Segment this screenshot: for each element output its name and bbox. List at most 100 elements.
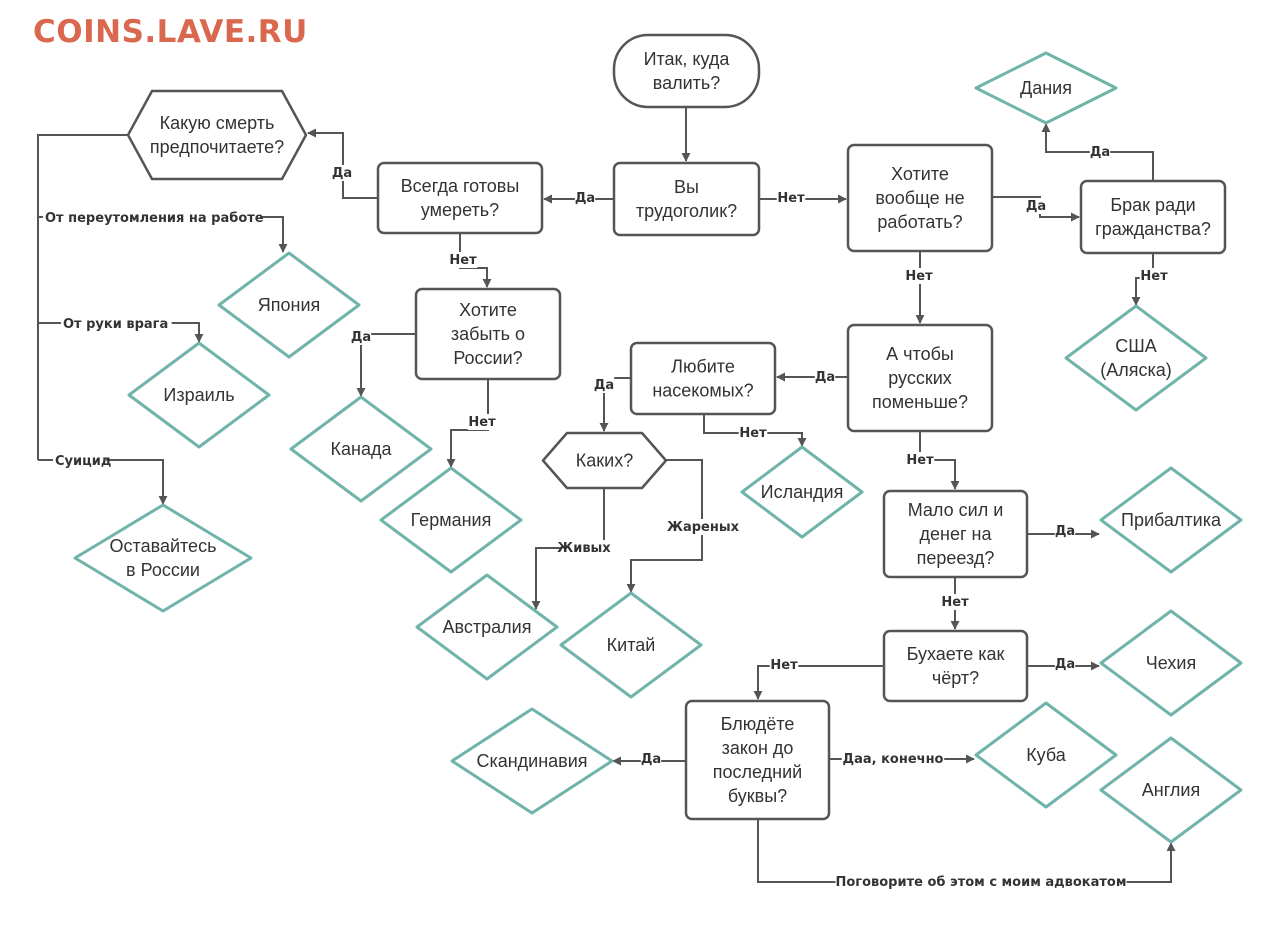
edge-fewer-no xyxy=(919,431,960,490)
question-law-label: последний xyxy=(713,762,802,782)
destination-baltics-label: Прибалтика xyxy=(1121,510,1222,530)
question-which-insects: Каких? xyxy=(541,431,668,490)
edge-label-marriage-no: Нет xyxy=(1140,269,1168,284)
edge-law-lawyer xyxy=(757,819,1176,883)
question-fewer-russians-label: поменьше? xyxy=(872,392,968,412)
edge-label-marriage-no-group: Нет xyxy=(1139,268,1169,284)
destination-scandinavia: Скандинавия xyxy=(450,707,614,815)
edge-label-insects-live-group: Живых xyxy=(557,540,611,556)
destination-usa: США(Аляска) xyxy=(1064,304,1208,412)
question-ready-to-die: Всегда готовы умереть? xyxy=(376,161,544,235)
question-start: Итак, куда валить? xyxy=(612,33,761,109)
edge-label-insects-no-group: Нет xyxy=(738,425,768,441)
destination-germany: Германия xyxy=(379,466,523,574)
destination-baltics: Прибалтика xyxy=(1099,466,1243,574)
edge-label-fewer-no: Нет xyxy=(906,453,934,468)
destination-japan: Япония xyxy=(217,251,361,359)
edge-label-not-work-no-group: Нет xyxy=(904,268,934,284)
edge-label-law-of-course-group: Даа, конечно xyxy=(841,751,945,767)
question-start-label: Итак, куда xyxy=(644,49,731,69)
edge-label-drink-yes-group: Да xyxy=(1054,656,1076,672)
question-insects: Любите насекомых? xyxy=(629,341,777,416)
question-drink-label: чёрт? xyxy=(932,668,979,688)
question-marriage-label: гражданства? xyxy=(1095,219,1211,239)
edge-label-marriage-yes: Да xyxy=(1090,145,1110,160)
destination-israel: Израиль xyxy=(127,341,271,449)
question-law-label: буквы? xyxy=(728,786,787,806)
destination-england: Англия xyxy=(1099,736,1243,844)
edge-label-workaholic-yes: Да xyxy=(575,191,595,206)
edge-label-law-lawyer: Поговорите об этом с моим адвокатом xyxy=(835,875,1126,890)
edge-label-ready-yes-group: Да xyxy=(331,165,353,181)
edge-label-fewer-yes: Да xyxy=(815,370,835,385)
destination-japan-label: Япония xyxy=(258,295,321,315)
edge-label-death-enemy-group: От руки врага xyxy=(61,316,172,332)
question-workaholic-label: трудоголик? xyxy=(636,201,737,221)
question-forget-russia: Хотите забыть о России? xyxy=(414,287,562,381)
edge-label-insects-fried: Жареных xyxy=(667,520,740,535)
edge-label-not-work-yes-group: Да xyxy=(1025,198,1047,214)
edge-label-death-overwork-group: От переутомления на работе xyxy=(43,210,264,226)
question-insects-label: насекомых? xyxy=(652,381,753,401)
edge-label-drink-yes: Да xyxy=(1055,657,1075,672)
edge-label-ready-no: Нет xyxy=(449,253,477,268)
edge-label-money-no: Нет xyxy=(941,595,969,610)
edge-label-forget-yes: Да xyxy=(351,330,371,345)
destination-czech: Чехия xyxy=(1099,609,1243,717)
question-forget-russia-label: Хотите xyxy=(459,300,517,320)
destination-stay-russia: Оставайтесь в России xyxy=(73,503,253,613)
destination-australia-label: Австралия xyxy=(443,617,532,637)
destination-cuba-label: Куба xyxy=(1026,745,1067,765)
edge-label-workaholic-no: Нет xyxy=(777,191,805,206)
edge-label-ready-no-group: Нет xyxy=(448,252,478,268)
site-watermark: COINS.LAVE.RU xyxy=(33,14,308,50)
edge-label-insects-no: Нет xyxy=(739,426,767,441)
edge-label-workaholic-yes-group: Да xyxy=(574,190,596,206)
edge-label-death-enemy: От руки врага xyxy=(63,317,168,332)
destination-canada: Канада xyxy=(289,395,433,503)
question-low-money-label: переезд? xyxy=(917,548,995,568)
destination-israel-label: Израиль xyxy=(163,385,234,405)
edge-label-not-work-yes: Да xyxy=(1026,199,1046,214)
edge-label-insects-live: Живых xyxy=(557,541,611,556)
destination-germany-label: Германия xyxy=(411,510,492,530)
edge-label-insects-fried-group: Жареных xyxy=(667,519,740,535)
edge-label-drink-no-group: Нет xyxy=(769,657,799,673)
question-insects-label: Любите xyxy=(671,357,735,377)
edge-label-money-yes: Да xyxy=(1055,524,1075,539)
destination-china-label: Китай xyxy=(607,635,656,655)
destination-denmark: Дания xyxy=(974,51,1118,125)
destination-canada-label: Канада xyxy=(331,439,393,459)
edge-label-forget-yes-group: Да xyxy=(350,329,372,345)
question-ready-to-die-label: умереть? xyxy=(421,200,499,220)
question-law-label: закон до xyxy=(722,738,794,758)
destination-czech-label: Чехия xyxy=(1146,653,1196,673)
destination-iceland: Исландия xyxy=(740,445,864,539)
edge-label-death-overwork: От переутомления на работе xyxy=(45,211,264,226)
edge-label-fewer-yes-group: Да xyxy=(814,369,836,385)
destination-stay-russia-label: в России xyxy=(126,560,200,580)
question-not-work-label: работать? xyxy=(877,212,962,232)
question-which-insects-label: Каких? xyxy=(576,451,633,471)
destination-iceland-label: Исландия xyxy=(761,482,844,502)
question-which-death-label: предпочитаете? xyxy=(150,137,284,157)
question-ready-to-die-label: Всегда готовы xyxy=(401,176,520,196)
question-start-label: валить? xyxy=(653,73,721,93)
edge-label-law-yes: Да xyxy=(641,752,661,767)
question-forget-russia-label: России? xyxy=(453,348,522,368)
edge-insects-fried xyxy=(626,459,703,593)
edge-label-law-of-course: Даа, конечно xyxy=(843,752,944,767)
edge-label-death-suicide-group: Суицид xyxy=(53,453,111,469)
destination-england-label: Англия xyxy=(1142,780,1200,800)
destination-stay-russia-label: Оставайтесь xyxy=(110,536,217,556)
destination-usa-label: США xyxy=(1115,336,1157,356)
edge-label-forget-no-group: Нет xyxy=(467,414,497,430)
question-forget-russia-label: забыть о xyxy=(451,324,525,344)
edge-label-not-work-no: Нет xyxy=(905,269,933,284)
